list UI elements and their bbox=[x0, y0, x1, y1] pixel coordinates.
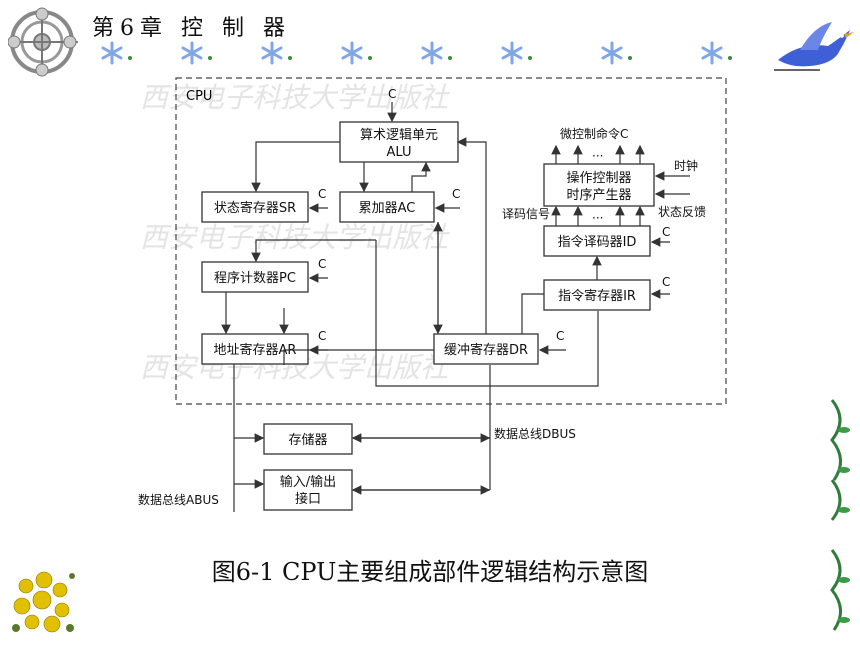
controller-label: 操作控制器 bbox=[566, 170, 631, 186]
ar-label: 地址寄存器AR bbox=[214, 342, 297, 358]
snowflake-icon bbox=[101, 41, 132, 65]
watermark-text: 西安电子科技大学出版社 bbox=[140, 221, 450, 254]
vine-icon bbox=[830, 399, 850, 631]
sr-box bbox=[201, 191, 309, 223]
io-label: 输入/输出 bbox=[280, 474, 336, 490]
chapter-title: 第6章 控 制 器 bbox=[92, 16, 291, 41]
watermark-text: 西安电子科技大学出版社 bbox=[140, 81, 450, 114]
watermark-layer: 西安电子科技大学出版社 西安电子科技大学出版社 西安电子科技大学出版社 bbox=[140, 81, 450, 384]
abus-label: 数据总线ABUS bbox=[138, 492, 219, 507]
clock-c-label: C bbox=[662, 225, 670, 239]
snowflake-border bbox=[101, 41, 734, 65]
alu-label: 算术逻辑单元 bbox=[360, 128, 438, 143]
dots-label: ··· bbox=[592, 149, 603, 163]
alu-label-en: ALU bbox=[386, 145, 411, 160]
dr-label: 缓冲寄存器DR bbox=[444, 342, 528, 358]
ir-label: 指令寄存器IR bbox=[558, 288, 636, 304]
pc-label: 程序计数器PC bbox=[214, 271, 296, 286]
ac-box bbox=[339, 191, 435, 223]
figure-caption: 图6-1 CPU主要组成部件逻辑结构示意图 bbox=[211, 558, 649, 586]
decode-signal-label: 译码信号 bbox=[502, 207, 550, 221]
memory-label: 存储器 bbox=[288, 433, 327, 448]
io-label-2: 接口 bbox=[295, 491, 321, 507]
clock-c-label: C bbox=[318, 187, 326, 201]
clock-c-label: C bbox=[388, 87, 396, 101]
ring-ornament-icon bbox=[8, 7, 78, 77]
dots-label: ··· bbox=[592, 211, 603, 225]
bird-icon bbox=[774, 22, 854, 71]
pc-box bbox=[201, 261, 309, 293]
cpu-structure-diagram: 西安电子科技大学出版社 西安电子科技大学出版社 西安电子科技大学出版社 CPU … bbox=[138, 77, 727, 512]
id-label: 指令译码器ID bbox=[558, 235, 637, 250]
clock-c-label: C bbox=[318, 257, 326, 271]
clock-c-label: C bbox=[452, 187, 460, 201]
controller-box bbox=[543, 163, 655, 207]
micro-command-label: 微控制命令C bbox=[560, 126, 628, 141]
timing-label: 时序产生器 bbox=[566, 188, 631, 203]
dr-box bbox=[433, 333, 539, 365]
status-feedback-label: 状态反馈 bbox=[658, 205, 706, 219]
cpu-boundary bbox=[175, 77, 727, 405]
cpu-label: CPU bbox=[186, 89, 212, 104]
dbus-label: 数据总线DBUS bbox=[494, 426, 576, 441]
io-box bbox=[263, 469, 353, 511]
ar-box bbox=[201, 333, 309, 365]
flower-icon bbox=[12, 571, 75, 633]
clock-c-label: C bbox=[556, 329, 564, 343]
clock-c-label: C bbox=[318, 329, 326, 343]
ac-label: 累加器AC bbox=[359, 201, 416, 216]
clock-signal-label: 时钟 bbox=[674, 158, 698, 173]
clock-c-label: C bbox=[662, 275, 670, 289]
sr-label: 状态寄存器SR bbox=[214, 200, 296, 216]
